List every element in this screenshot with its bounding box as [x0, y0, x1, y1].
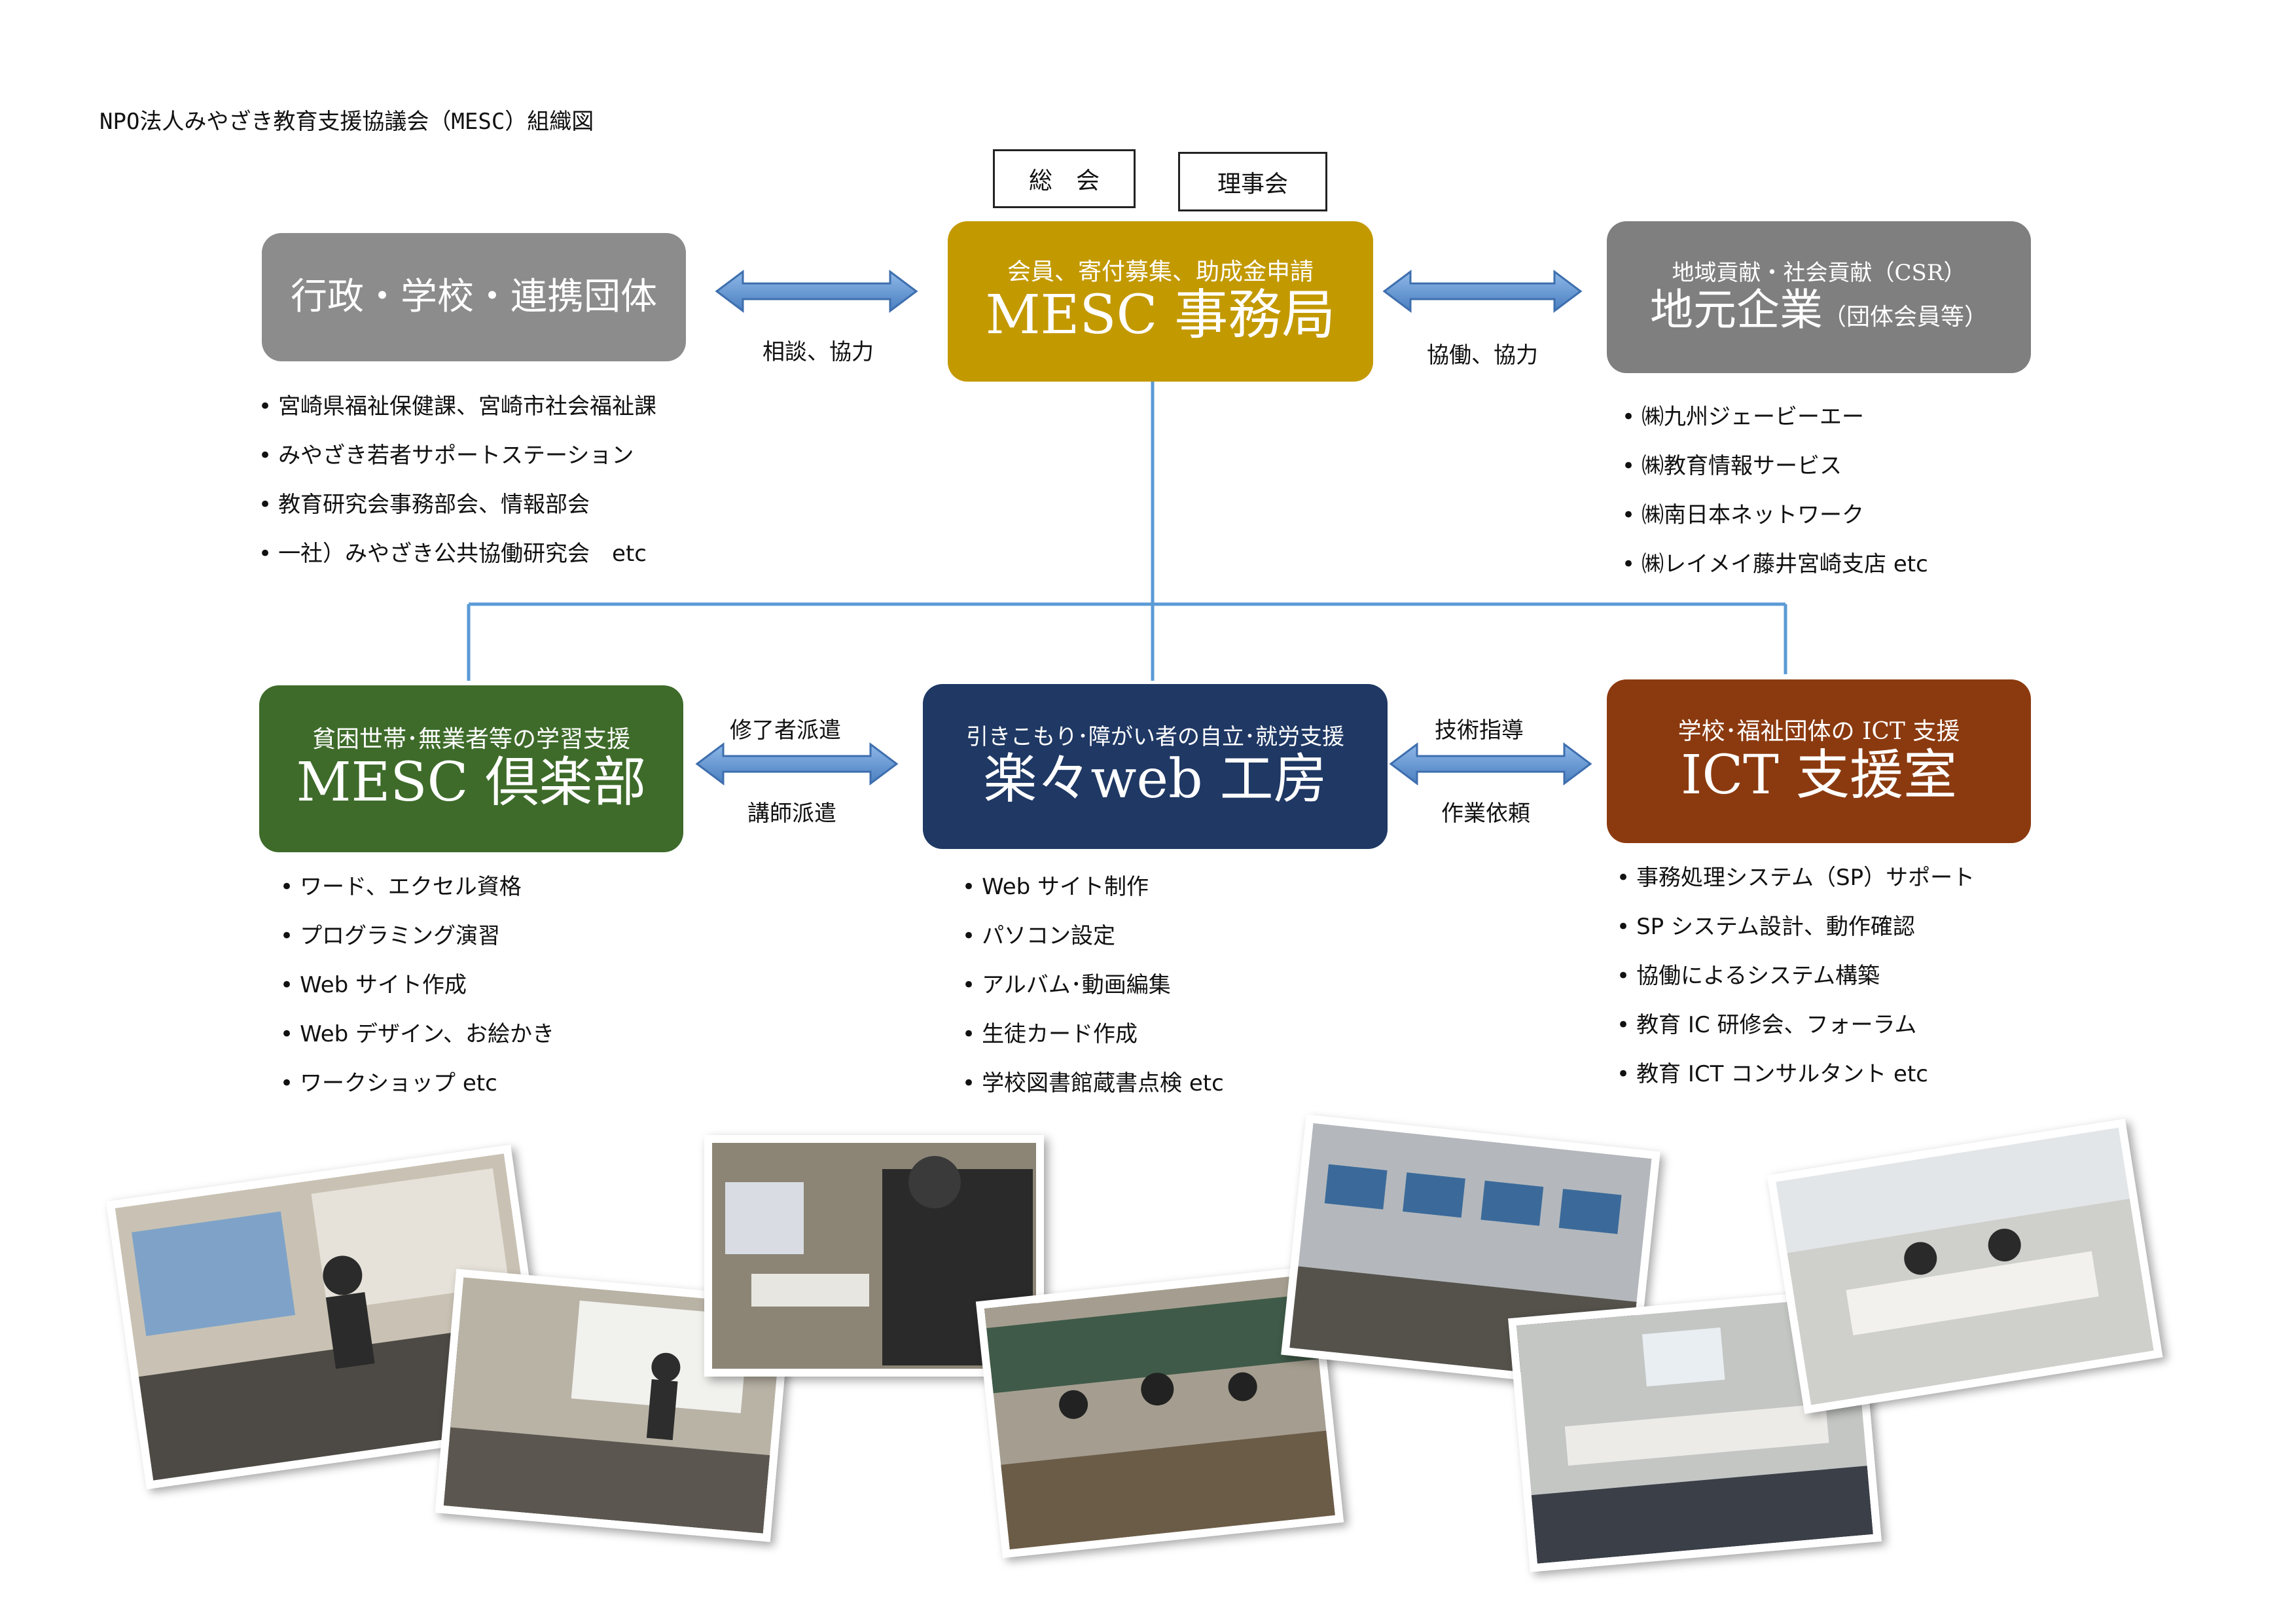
ict-support-box: 学校･福祉団体の ICT 支援 ICT 支援室 — [1607, 679, 2031, 843]
consult-cooperate-label: 相談、協力 — [762, 339, 874, 365]
list-item: 教育研究会事務部会、情報部会 — [259, 480, 656, 530]
list-item: Web サイト作成 — [280, 961, 554, 1010]
web-box-subtitle: 引きこもり･障がい者の自立･就労支援 — [966, 723, 1344, 750]
list-item: ㈱教育情報サービス — [1622, 442, 1928, 491]
corp-member-list: ㈱九州ジェービーエー ㈱教育情報サービス ㈱南日本ネットワーク ㈱レイメイ藤井宮… — [1622, 393, 1928, 589]
rakuraku-web-box: 引きこもり･障がい者の自立･就労支援 楽々web 工房 — [923, 684, 1388, 849]
photo-classroom-projector — [106, 1144, 551, 1490]
general-assembly-tag: 総 会 — [993, 149, 1136, 208]
ict-box-subtitle: 学校･福祉団体の ICT 支援 — [1677, 718, 1960, 746]
list-item: Web サイト制作 — [962, 863, 1224, 912]
list-item: ワード、エクセル資格 — [280, 863, 554, 912]
collaborate-cooperate-label: 協働、協力 — [1427, 342, 1538, 369]
double-arrow-right-bottom — [1389, 742, 1592, 785]
list-item: Web デザイン、お絵かき — [280, 1010, 554, 1059]
photo-student-at-computer — [704, 1135, 1044, 1377]
club-box-title: MESC 倶楽部 — [296, 751, 647, 814]
list-item: 生徒カード作成 — [962, 1010, 1224, 1059]
web-box-title: 楽々web 工房 — [983, 748, 1327, 811]
office-box-title: MESC 事務局 — [985, 284, 1336, 346]
mesc-office-box: 会員、寄付募集、助成金申請 MESC 事務局 — [948, 221, 1373, 382]
list-item: プログラミング演習 — [280, 912, 554, 961]
list-item: 学校図書館蔵書点検 etc — [962, 1059, 1224, 1108]
office-box-subtitle: 会員、寄付募集、助成金申請 — [1007, 258, 1314, 285]
club-activity-list: ワード、エクセル資格 プログラミング演習 Web サイト作成 Web デザイン、… — [280, 863, 554, 1108]
photo-workshop-meeting — [1767, 1118, 2163, 1415]
instructor-dispatch-label: 講師派遣 — [747, 801, 836, 827]
list-item: 事務処理システム（SP）サポート — [1617, 854, 1975, 903]
double-arrow-left-bottom — [695, 742, 899, 785]
page-title: NPO法人みやざき教育支援協議会（MESC）組織図 — [99, 109, 594, 135]
club-box-subtitle: 貧困世帯･無業者等の学習支援 — [312, 725, 630, 753]
web-activity-list: Web サイト制作 パソコン設定 アルバム･動画編集 生徒カード作成 学校図書館… — [962, 863, 1224, 1108]
ict-activity-list: 事務処理システム（SP）サポート SP システム設計、動作確認 協働によるシステ… — [1617, 854, 1975, 1099]
list-item: ㈱南日本ネットワーク — [1622, 491, 1928, 540]
list-item: 教育 ICT コンサルタント etc — [1617, 1050, 1975, 1099]
list-item: 宮崎県福祉保健課、宮崎市社会福祉課 — [259, 382, 656, 431]
photo-computer-lab — [1281, 1114, 1660, 1392]
photo-group-classroom — [975, 1265, 1344, 1559]
list-item: 一社）みやざき公共協働研究会 etc — [259, 530, 656, 579]
gov-box-title: 行政・学校・連携団体 — [291, 276, 657, 319]
list-item: 協働によるシステム構築 — [1617, 952, 1975, 1001]
photo-whiteboard-lesson — [435, 1269, 792, 1542]
corp-box-subtitle: 地域貢献・社会貢献（CSR） — [1672, 260, 1966, 287]
list-item: ㈱九州ジェービーエー — [1622, 393, 1928, 442]
corp-box-title-note: （団体会員等） — [1822, 304, 1988, 331]
board-of-directors-tag: 理事会 — [1178, 152, 1327, 211]
gov-school-partner-box: 行政・学校・連携団体 — [262, 233, 686, 361]
list-item: SP システム設計、動作確認 — [1617, 903, 1975, 952]
double-arrow-left-top — [715, 270, 918, 313]
list-item: ㈱レイメイ藤井宮崎支店 etc — [1622, 540, 1928, 589]
technical-guidance-label: 技術指導 — [1435, 717, 1524, 744]
list-item: ワークショップ etc — [280, 1059, 554, 1108]
photo-seminar-room — [1508, 1288, 1882, 1572]
list-item: アルバム･動画編集 — [962, 961, 1224, 1010]
corp-box-title: 地元企業 — [1649, 285, 1823, 336]
list-item: パソコン設定 — [962, 912, 1224, 961]
gov-partner-list: 宮崎県福祉保健課、宮崎市社会福祉課 みやざき若者サポートステーション 教育研究会… — [259, 382, 656, 579]
graduate-dispatch-label: 修了者派遣 — [730, 717, 841, 744]
local-companies-box: 地域貢献・社会貢献（CSR） 地元企業（団体会員等） — [1607, 221, 2031, 373]
ict-box-title: ICT 支援室 — [1681, 744, 1957, 806]
list-item: みやざき若者サポートステーション — [259, 431, 656, 480]
double-arrow-right-top — [1382, 270, 1583, 313]
work-request-label: 作業依頼 — [1441, 801, 1530, 827]
mesc-club-box: 貧困世帯･無業者等の学習支援 MESC 倶楽部 — [259, 685, 683, 852]
list-item: 教育 IC 研修会、フォーラム — [1617, 1001, 1975, 1050]
